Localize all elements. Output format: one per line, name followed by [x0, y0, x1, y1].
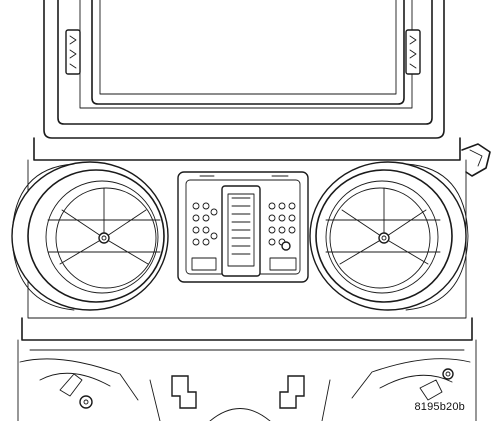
- bezel-frame-icon: [43, 0, 445, 139]
- mounting-clip-icon: [405, 29, 421, 75]
- right-air-vent-icon: [309, 161, 469, 311]
- figure-caption: 8195b20b: [414, 401, 465, 413]
- left-air-vent-icon: [11, 161, 169, 311]
- mounting-clip-icon: [171, 375, 305, 409]
- display-screen-icon: [91, 0, 405, 105]
- mounting-clip-icon: [65, 29, 81, 75]
- electrical-connector-icon: [177, 171, 309, 283]
